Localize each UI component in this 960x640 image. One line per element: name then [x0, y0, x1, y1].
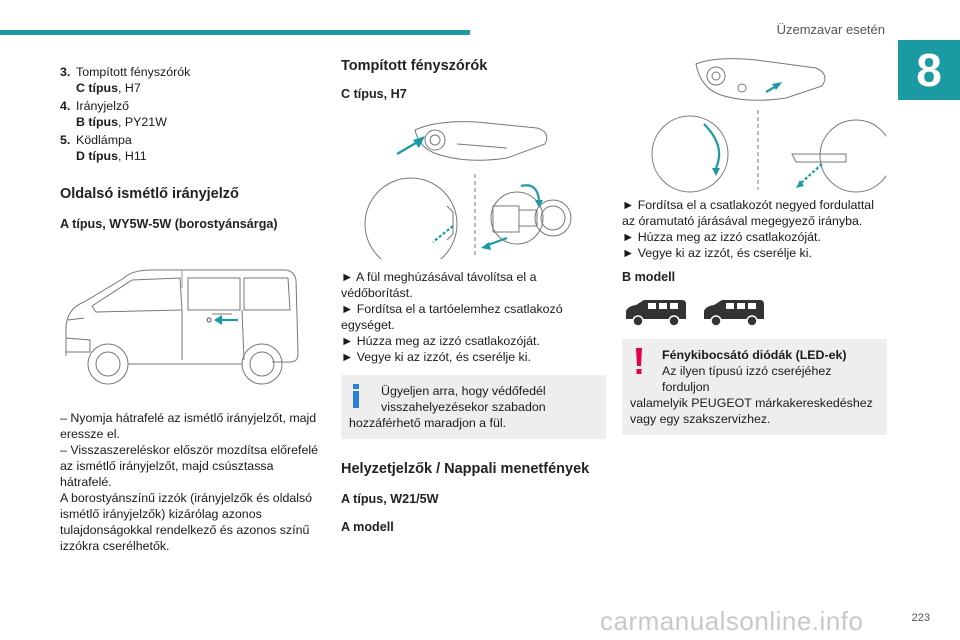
- headlamp-cover-illustration: [364, 121, 572, 259]
- instruction-step: ► A fül meghúzásával távolítsa el a védő…: [341, 270, 537, 300]
- list-number: 5.: [60, 133, 71, 147]
- info-icon: [353, 384, 359, 408]
- van-silhouette-icon: [626, 300, 686, 327]
- instruction-step: ► Húzza meg az izzó csatlakozóját.: [622, 230, 821, 244]
- page-number: 223: [911, 612, 930, 624]
- warning-note: Fénykibocsátó diódák (LED-ek) Az ilyen t…: [622, 339, 887, 435]
- model-label: A modell: [341, 520, 394, 534]
- warning-text: valamelyik PEUGEOT márkakereskedéshez va…: [630, 396, 873, 426]
- list-label: Ködlámpa: [76, 133, 132, 147]
- van-side-illustration: [65, 269, 299, 385]
- column-left: 3. Tompított fényszórók C típus, H7 4. I…: [60, 64, 328, 554]
- info-note: Ügyeljen arra, hogy védőfedél visszahely…: [341, 375, 606, 439]
- watermark: carmanualsonline.info: [600, 606, 864, 636]
- bulb-type: B típus: [76, 115, 118, 129]
- bulb-code: , H7: [118, 81, 141, 95]
- warning-title: Fénykibocsátó diódák (LED-ek): [662, 348, 847, 362]
- instruction-text: – Nyomja hátrafelé az ismétlő irányjelző…: [60, 411, 317, 441]
- header-accent-bar: [0, 30, 470, 35]
- note-text: hozzáférhető maradjon a fül.: [349, 416, 507, 430]
- van-silhouette-icon: [704, 300, 764, 327]
- model-label: B modell: [622, 270, 676, 284]
- instruction-step: ► Fordítsa el a tartóelemhez csatlakozó …: [341, 302, 563, 332]
- instruction-step: ► Vegye ki az izzót, és cserélje ki.: [622, 246, 812, 260]
- bulb-code: , H11: [118, 149, 147, 163]
- list-item: 5. Ködlámpa D típus, H11: [60, 132, 328, 164]
- list-item: 4. Irányjelző B típus, PY21W: [60, 98, 328, 130]
- list-item: 3. Tompított fényszórók C típus, H7: [60, 64, 328, 96]
- list-label: Tompított fényszórók: [76, 65, 191, 79]
- van-silhouette-row: [624, 299, 887, 327]
- list-label: Irányjelző: [76, 99, 130, 113]
- instruction-text: – Visszaszereléskor először mozdítsa elő…: [60, 443, 319, 489]
- bulb-type: C típus: [76, 81, 118, 95]
- section-title: Helyzetjelzők / Nappali menetfények: [341, 461, 590, 477]
- section-title: Tompított fényszórók: [341, 58, 488, 74]
- bulb-code: , PY21W: [118, 115, 167, 129]
- section-subtitle: C típus, H7: [341, 87, 407, 101]
- connector-rotation-illustration: [651, 58, 886, 193]
- section-title: Oldalsó ismétlő irányjelző: [60, 186, 239, 202]
- body-text: A borostyánszínű izzók (irányjelzők és o…: [60, 491, 313, 553]
- column-right: ► Fordítsa el a csatlakozót negyed fordu…: [622, 58, 887, 435]
- chapter-number-tab: 8: [898, 40, 960, 100]
- section-subtitle: A típus, W21/5W: [341, 492, 439, 506]
- instruction-step: ► Fordítsa el a csatlakozót negyed fordu…: [622, 198, 874, 228]
- bulb-type: D típus: [76, 149, 118, 163]
- note-text: Ügyeljen arra, hogy védőfedél visszahely…: [381, 384, 546, 414]
- warning-icon: [636, 348, 642, 374]
- list-number: 4.: [60, 99, 71, 113]
- list-number: 3.: [60, 65, 71, 79]
- instruction-step: ► Vegye ki az izzót, és cserélje ki.: [341, 350, 531, 364]
- chapter-title: Üzemzavar esetén: [776, 22, 885, 37]
- warning-text: Az ilyen típusú izzó cseréjéhez forduljo…: [662, 364, 832, 394]
- instruction-step: ► Húzza meg az izzó csatlakozóját.: [341, 334, 540, 348]
- section-subtitle: A típus, WY5W-5W (borostyánsárga): [60, 217, 278, 231]
- column-middle: Tompított fényszórók C típus, H7 ► A fül…: [341, 58, 606, 535]
